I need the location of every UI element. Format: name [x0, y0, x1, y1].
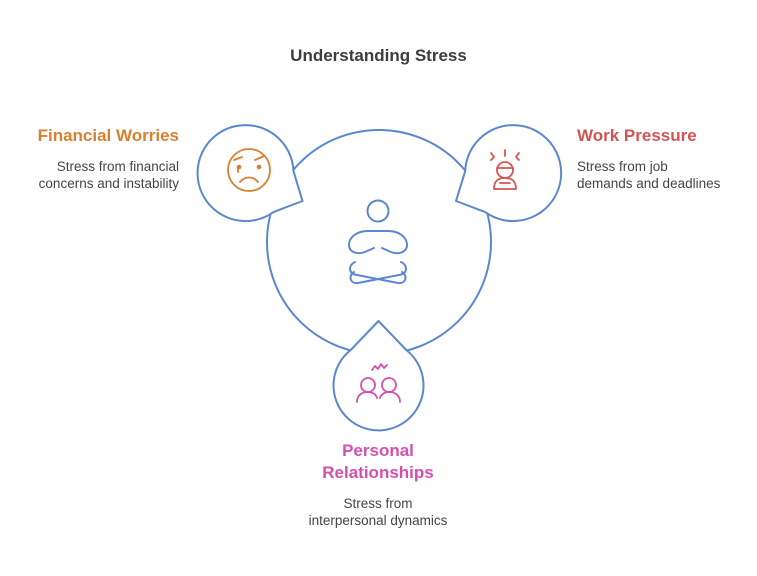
financial-description-line1: Stress from financial: [56, 159, 179, 174]
stressed-person-icon: [490, 149, 520, 190]
diagram-title: Understanding Stress: [290, 46, 467, 65]
frustrated-face-icon: [227, 148, 271, 192]
arguing-people-icon: [356, 363, 401, 403]
personal-node-shape: [332, 320, 425, 432]
personal-description: Stress from interpersonal dynamics: [278, 495, 478, 529]
work-node-shape: [455, 124, 563, 223]
financial-description: Stress from financial concerns and insta…: [0, 158, 179, 192]
personal-heading: Personal Relationships: [278, 440, 478, 484]
financial-description-line2: concerns and instability: [38, 176, 179, 191]
personal-description-line1: Stress from: [343, 496, 413, 511]
work-description-line1: Stress from job: [577, 159, 668, 174]
financial-node-shape: [196, 124, 304, 223]
work-description: Stress from job demands and deadlines: [577, 158, 755, 192]
meditation-person-icon: [348, 199, 408, 285]
financial-heading: Financial Worries: [37, 126, 179, 145]
work-description-line2: demands and deadlines: [577, 176, 721, 191]
personal-heading-line2: Relationships: [322, 463, 434, 482]
work-heading: Work Pressure: [577, 126, 697, 145]
personal-description-line2: interpersonal dynamics: [308, 513, 448, 528]
personal-heading-line1: Personal: [342, 441, 414, 460]
